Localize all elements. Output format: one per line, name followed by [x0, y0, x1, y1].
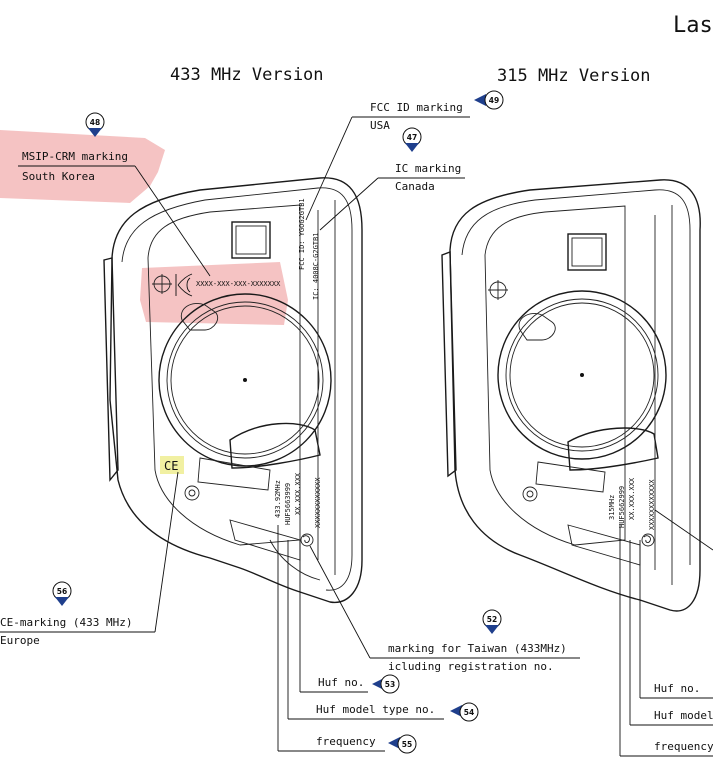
callout-ce: 56 CE-marking (433 MHz) Europe	[0, 471, 179, 647]
right-version-title: 315 MHz Version	[497, 66, 651, 86]
callout-label: FCC ID marking	[370, 101, 463, 114]
callout-number: 56	[57, 587, 67, 596]
ce-mark-text: CE	[164, 459, 178, 473]
callout-taiwan: 52 marking for Taiwan (433MHz) icluding …	[309, 545, 580, 673]
serial-315-text: XXXXXXXXXXXX	[648, 479, 656, 530]
code-315-text: XX.XXX.XXX	[628, 477, 636, 520]
callout-ic: 47 IC marking Canada	[319, 127, 465, 231]
fcc-id-text: FCC ID: YGOG2GTB1	[298, 198, 306, 270]
device-315-outline	[441, 179, 701, 612]
callout-number: 54	[464, 708, 474, 717]
callout-frequency: frequency 55	[277, 525, 417, 754]
kc-code-text: XXXX-XXX-XXX-XXXXXXX	[196, 280, 281, 288]
callout-label: IC marking	[395, 162, 461, 175]
callout-fcc: FCC ID marking USA 49	[305, 90, 504, 221]
callout-number: 48	[90, 118, 100, 127]
left-version-title: 433 MHz Version	[170, 65, 324, 85]
model-315-text: HUF5662999	[618, 486, 626, 528]
right-frequency-label: frequency	[654, 740, 713, 753]
msip-highlight-band	[0, 130, 165, 203]
callout-sublabel: USA	[370, 119, 390, 132]
callout-label: CE-marking (433 MHz)	[0, 616, 132, 629]
callout-sublabel: Europe	[0, 634, 40, 647]
freq-315-text: 315MHz	[608, 495, 616, 520]
callout-huf-model: Huf model type no. 54	[287, 540, 479, 722]
callout-huf-no: Huf no. 53	[299, 540, 400, 694]
ce-mark-highlight	[160, 456, 184, 474]
callout-label: Huf no.	[318, 676, 364, 689]
corner-title: Las	[673, 13, 713, 38]
callout-label: Huf model type no.	[316, 703, 435, 716]
callout-number: 47	[407, 133, 417, 142]
freq-433-text: 433.92MHz	[274, 480, 282, 518]
right-huf-model-label: Huf model	[654, 709, 713, 722]
right-huf-no-label: Huf no.	[654, 682, 700, 695]
callout-number: 52	[487, 615, 497, 624]
right-callouts: Huf no. Huf model frequency	[619, 509, 713, 757]
callout-sublabel: South Korea	[22, 170, 95, 183]
callout-sublabel: icluding registration no.	[388, 660, 554, 673]
callout-number: 55	[402, 740, 412, 749]
code-433-text: XX.XXX.XXX	[294, 472, 302, 515]
kc-highlight-patch	[140, 262, 288, 325]
callout-label: frequency	[316, 735, 376, 748]
callout-label: marking for Taiwan (433MHz)	[388, 642, 567, 655]
model-433-text: HUF5663999	[284, 483, 292, 525]
callout-number: 49	[489, 96, 499, 105]
callout-number: 53	[385, 680, 395, 689]
callout-label: MSIP-CRM marking	[22, 150, 128, 163]
callout-sublabel: Canada	[395, 180, 435, 193]
ic-id-text: IC: 4008C-G2GTB1	[312, 233, 320, 300]
device-433-outline	[103, 177, 363, 604]
serial-433-text: XXXXXXXXXXXX	[314, 477, 322, 528]
callout-msip: 48 MSIP-CRM marking South Korea	[18, 112, 211, 277]
